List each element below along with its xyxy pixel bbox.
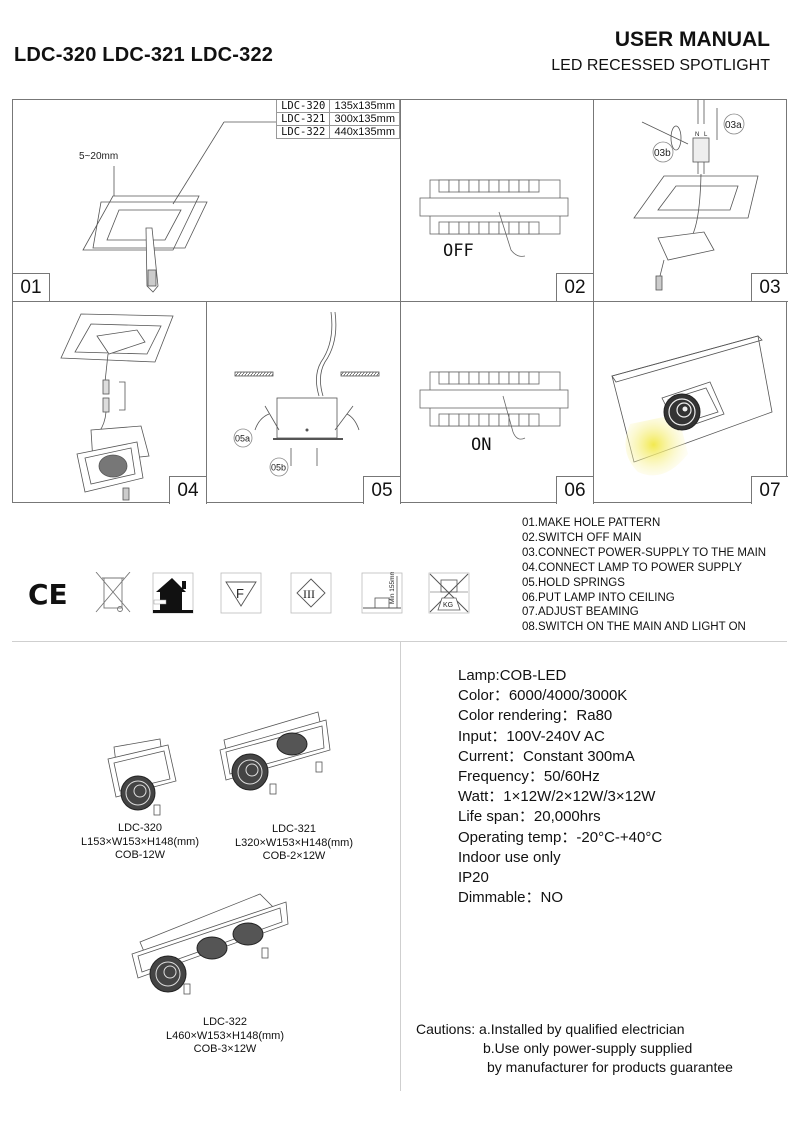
list-item: 01.MAKE HOLE PATTERN <box>522 517 661 529</box>
connect-mains-illustration: N L 03a 03b <box>633 100 759 291</box>
spec-lamp: Lamp:COB-LED <box>458 667 567 684</box>
manual-title: USER MANUAL <box>614 28 770 51</box>
breaker-off-illustration: OFF <box>419 179 569 261</box>
step-panel-03: N L 03a 03b 03 <box>594 100 788 302</box>
substep-05b-label: 05b <box>271 463 286 473</box>
certification-icons: CE F III <box>28 570 478 618</box>
step-panel-06: ON 06 <box>401 302 594 504</box>
installation-steps-list: 01.MAKE HOLE PATTERN 02.SWITCH OFF MAIN … <box>522 516 766 635</box>
product-dimensions: L460×W153×H148(mm) <box>165 1029 284 1042</box>
step-number: 05 <box>363 476 400 504</box>
step-panel-04: 04 <box>13 302 207 504</box>
product-model: LDC-320 <box>117 822 163 834</box>
product-power: COB-3×12W <box>193 1043 257 1055</box>
spec-current: Current：Constant 300mA <box>458 747 635 765</box>
specifications-list: Lamp:COB-LED Color：6000/4000/3000K Color… <box>458 666 662 908</box>
connect-lamp-illustration <box>60 313 174 501</box>
f-mark-icon: F <box>220 572 262 614</box>
step-number: 01 <box>13 273 50 301</box>
caution-b-continued: by manufacturer for products guarantee <box>487 1059 733 1075</box>
switch-state-label: ON <box>471 435 491 455</box>
list-item: 06.PUT LAMP INTO CEILING <box>522 591 675 604</box>
step-number: 07 <box>751 476 788 504</box>
hold-springs-illustration: 05a 05b <box>233 311 380 477</box>
product-model: LDC-322 <box>202 1016 248 1028</box>
spec-ip-rating: IP20 <box>458 869 489 887</box>
step-number: 02 <box>556 273 593 301</box>
neutral-label: N <box>695 132 699 138</box>
product-ldc-322: LDC-322 L460×W153×H148(mm) COB-3×12W <box>150 1016 300 1057</box>
svg-text:F: F <box>236 586 244 601</box>
product-power: COB-12W <box>114 849 166 861</box>
manual-subtitle: LED RECESSED SPOTLIGHT <box>551 57 770 74</box>
list-item: 05.HOLD SPRINGS <box>522 576 625 589</box>
ldc-321-illustration <box>219 711 331 795</box>
step-number: 03 <box>751 273 788 301</box>
column-divider <box>400 641 401 1091</box>
product-dimensions: L320×W153×H148(mm) <box>234 836 353 849</box>
list-item: 02.SWITCH OFF MAIN <box>522 531 642 544</box>
list-item: 07.ADJUST BEAMING <box>522 606 639 619</box>
section-divider <box>12 641 787 642</box>
spec-dimmable: Dimmable：NO <box>458 889 564 907</box>
list-item: 08.SWITCH ON THE MAIN AND LIGHT ON <box>522 621 746 634</box>
ldc-320-illustration <box>107 738 177 816</box>
step-panel-07: 07 <box>594 302 788 504</box>
cautions-block: Cautions: a.Installed by qualified elect… <box>416 1020 733 1077</box>
svg-text:KG: KG <box>443 602 453 609</box>
step-panel-05: 05a 05b 05 <box>207 302 401 504</box>
product-ldc-321: LDC-321 L320×W153×H148(mm) COB-2×12W <box>224 823 364 864</box>
svg-text:Min 155mm: Min 155mm <box>389 572 396 604</box>
list-item: 04.CONNECT LAMP TO POWER SUPPLY <box>522 561 743 574</box>
substep-03a-label: 03a <box>725 120 742 131</box>
indoor-use-icon <box>152 572 194 614</box>
adjust-beam-illustration <box>611 335 773 476</box>
substep-03b-label: 03b <box>654 148 671 159</box>
model-numbers-title: LDC-320 LDC-321 LDC-322 <box>14 44 274 66</box>
spec-watt: Watt：1×12W/2×12W/3×12W <box>458 788 656 806</box>
weee-bin-icon <box>94 571 136 614</box>
cautions-label: Cautions: <box>416 1021 476 1037</box>
step-number: 04 <box>169 476 206 504</box>
spec-life-span: Life span：20,000hrs <box>458 808 601 826</box>
ce-mark-icon: CE <box>28 572 70 614</box>
product-power: COB-2×12W <box>262 850 326 862</box>
ldc-322-illustration <box>131 893 289 995</box>
switch-state-label: OFF <box>443 241 474 261</box>
spec-indoor: Indoor use only <box>458 848 561 866</box>
substep-05a-label: 05a <box>235 434 250 444</box>
caution-b: b.Use only power-supply supplied <box>483 1040 693 1056</box>
no-insulation-cover-icon: KG <box>428 572 470 614</box>
step-panel-02: OFF 02 <box>401 100 594 302</box>
gap-label: 5~20mm <box>79 151 118 162</box>
product-ldc-320: LDC-320 L153×W153×H148(mm) COB-12W <box>70 822 210 863</box>
caution-a: a.Installed by qualified electrician <box>479 1021 685 1037</box>
spec-color: Color：6000/4000/3000K <box>458 687 628 705</box>
hole-cutting-illustration: 5~20mm <box>79 121 276 293</box>
live-label: L <box>704 132 708 138</box>
svg-text:CE: CE <box>28 578 68 611</box>
svg-text:III: III <box>303 587 315 601</box>
product-model: LDC-321 <box>271 823 317 835</box>
list-item: 03.CONNECT POWER-SUPPLY TO THE MAIN <box>522 546 767 559</box>
breaker-on-illustration: ON <box>419 371 569 455</box>
min-clearance-icon: Min 155mm <box>361 570 403 614</box>
spec-input: Input：100V-240V AC <box>458 727 605 745</box>
class-iii-icon: III <box>290 572 332 614</box>
product-dimensions: L153×W153×H148(mm) <box>80 835 199 848</box>
spec-operating-temp: Operating temp：-20°C-+40°C <box>458 828 663 846</box>
spec-frequency: Frequency：50/60Hz <box>458 768 600 786</box>
step-number: 06 <box>556 476 593 504</box>
spec-color-rendering: Color rendering：Ra80 <box>458 707 613 725</box>
